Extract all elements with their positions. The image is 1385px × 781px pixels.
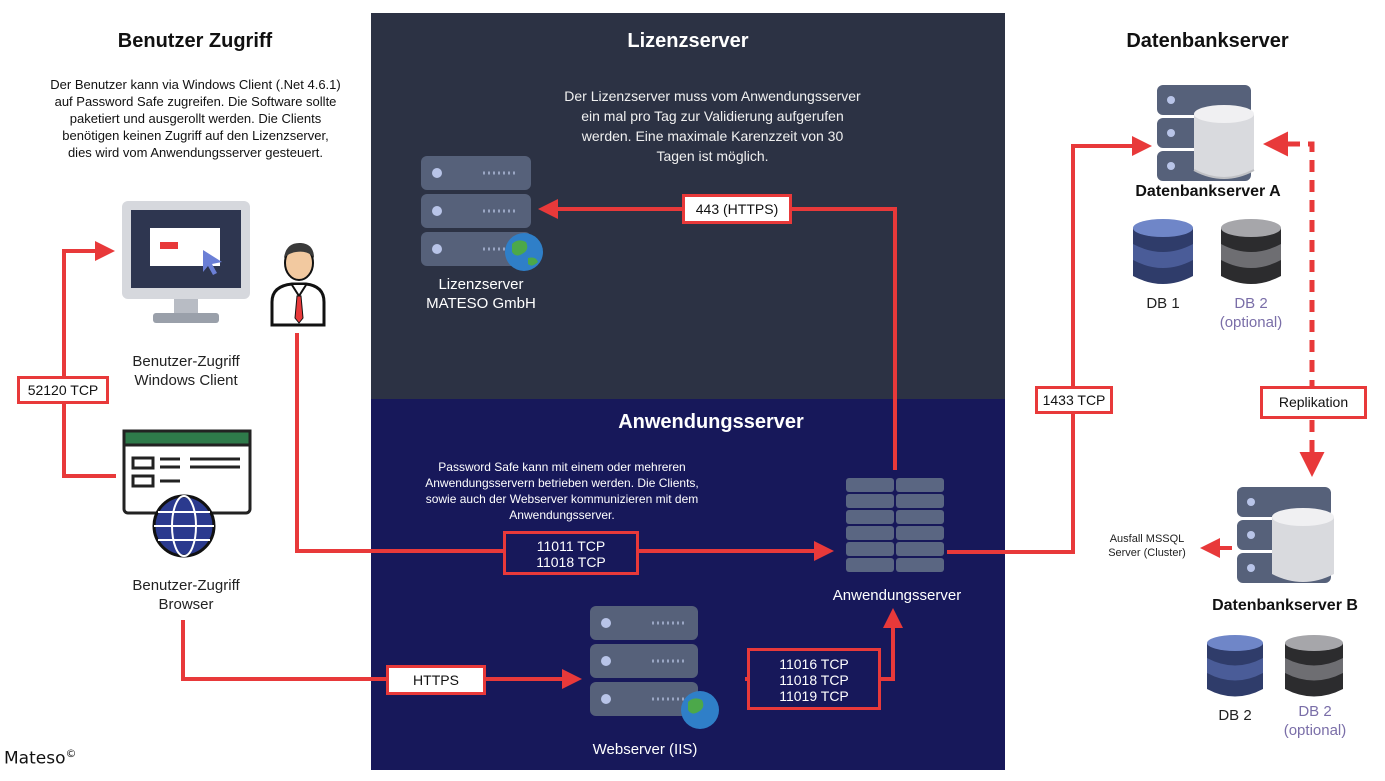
globe-icon	[152, 494, 216, 558]
db2-cylinder-icon-b	[1207, 635, 1263, 697]
db-server-a-label: Datenbankserver A	[1135, 183, 1281, 200]
user-access-title: Benutzer Zugriff	[117, 30, 273, 52]
connector-appserver-license	[538, 199, 897, 470]
connector-client-browser	[62, 241, 116, 478]
db2-optional-label-b: DB 2 (optional)	[1283, 703, 1347, 739]
app-server-description: Password Safe kann mit einem oder mehrer…	[425, 460, 699, 522]
app-server-icon	[846, 478, 944, 572]
user-icon	[270, 242, 326, 327]
replication-label: Replikation	[1260, 386, 1367, 419]
app-server-port-box: 11011 TCP 11018 TCP	[503, 531, 639, 575]
db2-optional-cylinder-icon-b	[1285, 635, 1343, 697]
user-access-description: Der Benutzer kann via Windows Client (.N…	[50, 77, 341, 160]
app-server-title: Anwendungsserver	[618, 411, 804, 433]
web-server-icon	[590, 606, 719, 729]
browser-protocol-label: HTTPS	[386, 665, 486, 695]
connector-browser-webserver	[181, 620, 582, 689]
db-server-title: Datenbankserver	[1126, 30, 1289, 52]
monitor-icon	[122, 201, 250, 323]
client-label: Benutzer-Zugriff Windows Client	[132, 353, 240, 389]
failover-label: Ausfall MSSQL Server (Cluster)	[1108, 533, 1186, 559]
db1-cylinder-icon	[1133, 219, 1193, 284]
webserver-label: Webserver (IIS)	[592, 741, 698, 758]
browser-label: Benutzer-Zugriff Browser	[132, 577, 240, 613]
db-server-b-icon	[1237, 487, 1334, 583]
db-server-a-icon	[1157, 85, 1255, 181]
webserver-port-box: 11016 TCP 11018 TCP 11019 TCP	[747, 648, 881, 710]
license-server-title: Lizenzserver	[627, 30, 749, 52]
copyright-notice: Mateso©	[4, 747, 77, 769]
connector-appserver-db	[947, 136, 1152, 554]
db2-label-b: DB 2	[1218, 707, 1252, 724]
db2-cylinder-icon-a	[1221, 219, 1281, 284]
db2-optional-label-a: DB 2 (optional)	[1219, 295, 1283, 331]
browser-window-icon	[122, 429, 252, 515]
client-port-label: 52120 TCP	[17, 376, 109, 404]
license-server-label: Lizenzserver MATESO GmbH	[426, 276, 536, 312]
db-port-label: 1433 TCP	[1035, 386, 1113, 414]
connector-replication	[1263, 131, 1325, 477]
license-port-label: 443 (HTTPS)	[682, 194, 792, 224]
connector-user-appserver	[295, 333, 834, 561]
app-server-label: Anwendungsserver	[832, 587, 962, 604]
license-server-description: Der Lizenzserver muss vom Anwendungsserv…	[564, 88, 861, 164]
db1-label: DB 1	[1146, 295, 1180, 312]
license-server-icon	[421, 156, 543, 271]
db-server-b-label: Datenbankserver B	[1212, 597, 1358, 614]
